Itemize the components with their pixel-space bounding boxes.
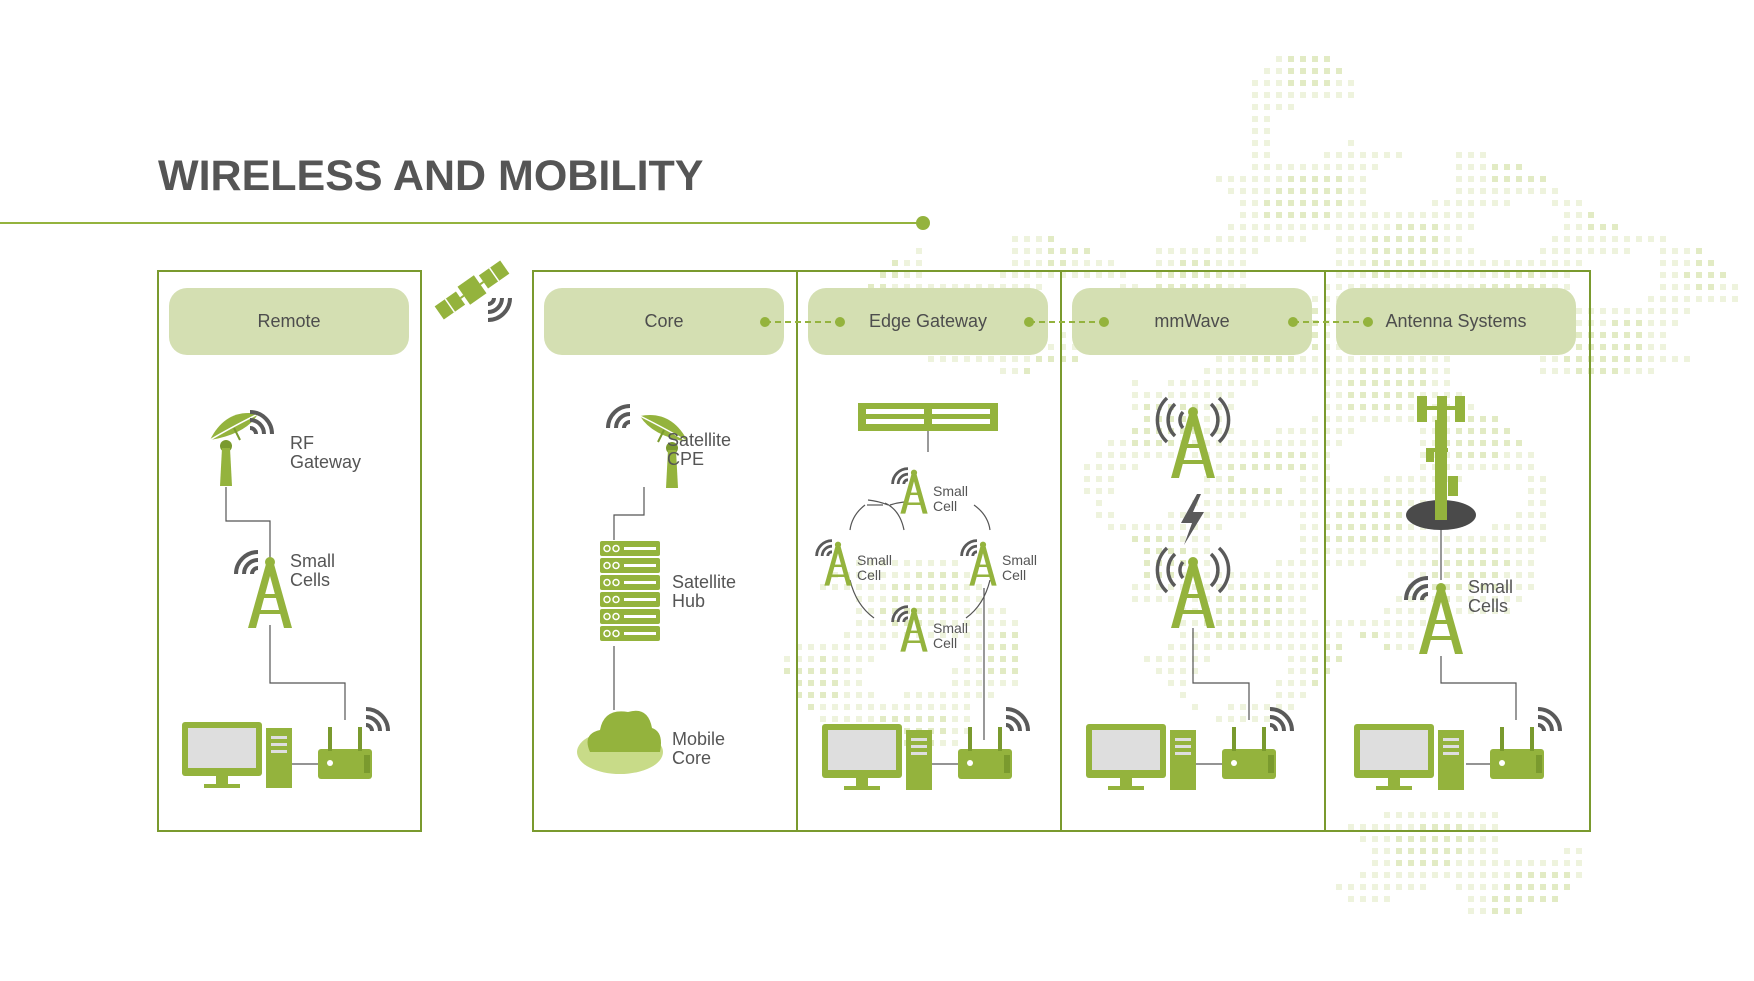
remote-router-waves-icon — [364, 707, 390, 733]
mmwave-connectors — [1192, 628, 1250, 765]
edge-gateway-switch-icon — [858, 403, 998, 452]
remote-router-icon — [318, 727, 372, 779]
edge-computer-icon — [822, 724, 932, 790]
label-edge-small-cell-right: Small Cell — [1002, 552, 1038, 583]
satellite-icon — [434, 260, 510, 320]
mmwave-computer-icon — [1086, 724, 1196, 790]
satellite-hub-server-icon — [599, 540, 661, 642]
edge-small-cell-bottom-waves-icon — [891, 605, 910, 624]
lightning-bolt-icon — [1181, 494, 1204, 545]
rf-gateway-dish-icon — [209, 412, 259, 487]
label-edge-small-cell-bottom: Small Cell — [933, 620, 969, 651]
header-remote: Remote — [169, 288, 409, 355]
remote-computer-icon — [182, 722, 292, 788]
mmwave-router-waves-icon — [1268, 707, 1294, 733]
title-underline-dot — [916, 216, 930, 230]
header-antenna-systems: Antenna Systems — [1336, 288, 1576, 355]
label-rf-gateway: RF Gateway — [290, 433, 362, 472]
edge-router-icon — [958, 727, 1012, 779]
remote-tower-waves-icon — [234, 550, 260, 576]
page-title: WIRELESS AND MOBILITY — [158, 152, 704, 200]
panel-antenna-systems — [1324, 270, 1591, 832]
header-core: Core — [544, 288, 784, 355]
mmwave-tower-top-icon — [1171, 407, 1215, 478]
antenna-tower-waves-icon — [1404, 576, 1430, 602]
label-antenna-small-cells: Small Cells — [1468, 577, 1514, 616]
antenna-computer-icon — [1354, 724, 1464, 790]
edge-router-waves-icon — [1004, 707, 1030, 733]
header-connector-3 — [1288, 317, 1373, 327]
mmwave-router-icon — [1222, 727, 1276, 779]
label-edge-small-cell-left: Small Cell — [857, 552, 893, 583]
mmwave-tower-bottom-icon — [1171, 557, 1215, 628]
antenna-mast-icon — [1406, 396, 1476, 530]
core-connectors — [613, 487, 645, 710]
edge-small-cell-top-waves-icon — [891, 467, 910, 486]
antenna-router-icon — [1490, 727, 1544, 779]
satellite-cpe-waves-icon — [606, 404, 632, 430]
header-edge-gateway: Edge Gateway — [808, 288, 1048, 355]
title-underline — [0, 222, 922, 224]
header-connector-1 — [760, 317, 845, 327]
label-remote-small-cells: Small Cells — [290, 551, 336, 590]
edge-ring-connectors — [849, 499, 991, 740]
antenna-connectors — [1440, 530, 1517, 765]
label-mobile-core: Mobile Core — [672, 729, 726, 768]
satellite-signal-icon — [486, 296, 512, 322]
edge-small-cell-right-waves-icon — [960, 539, 979, 558]
label-satellite-cpe: Satellite CPE — [667, 430, 732, 469]
header-connector-2 — [1024, 317, 1109, 327]
edge-small-cell-left-waves-icon — [815, 539, 834, 558]
header-mmwave: mmWave — [1072, 288, 1312, 355]
label-satellite-hub: Satellite Hub — [672, 572, 737, 611]
panel-remote — [157, 270, 422, 832]
mobile-core-cloud-icon — [577, 710, 663, 774]
antenna-router-waves-icon — [1536, 707, 1562, 733]
label-edge-small-cell-top: Small Cell — [933, 483, 969, 514]
